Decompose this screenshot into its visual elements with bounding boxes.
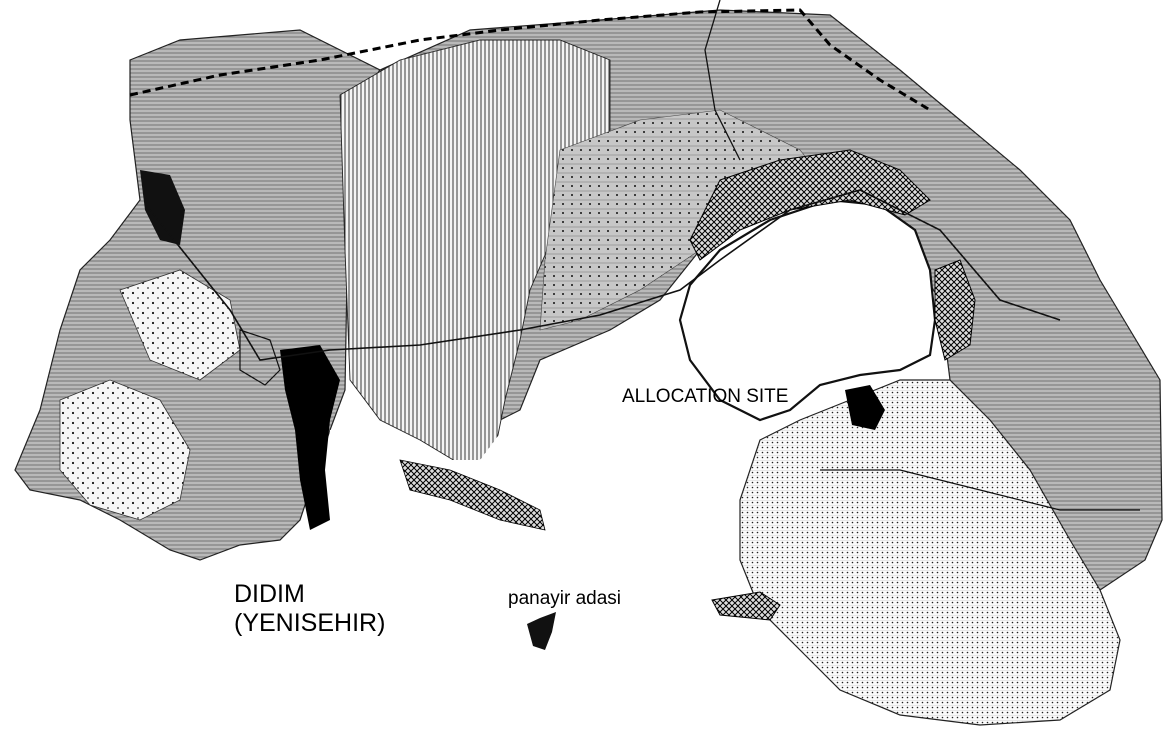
panayir-island [527, 612, 556, 650]
allocation-site-dark [845, 385, 885, 430]
allocation-site-label: ALLOCATION SITE [622, 386, 789, 407]
western-dotted-patch [59, 379, 191, 521]
coastal-feature [711, 591, 781, 621]
panayir-adasi-label: panayir adasi [508, 588, 622, 609]
didim-label-line2: (YENISEHIR) [234, 608, 386, 637]
didim-label: DIDIM (YENISEHIR) [234, 580, 385, 638]
northwest-settlement [140, 170, 185, 245]
didim-label-line1: DIDIM [234, 580, 305, 608]
central-vertical-zone [339, 39, 611, 471]
secondary-road [704, 0, 741, 161]
dashed-boundary [129, 8, 931, 112]
south-coast-urban [399, 459, 546, 531]
sea-inlet [320, 420, 760, 560]
main-road [149, 189, 1061, 361]
east-bay-urban [934, 259, 976, 361]
southeast-road [820, 469, 1140, 511]
didim-settlement [280, 345, 340, 530]
inner-loop-road [239, 329, 281, 386]
